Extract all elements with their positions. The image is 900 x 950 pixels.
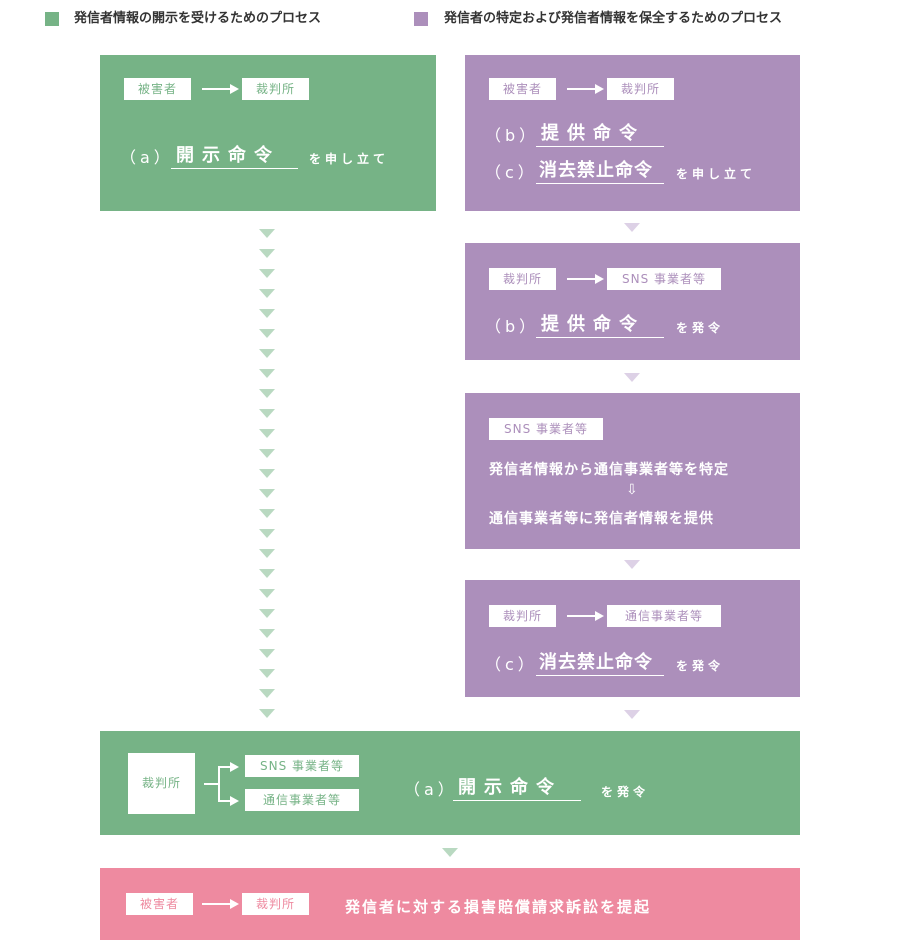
arrow-head	[595, 274, 604, 284]
bottom-pink-box: 被害者 裁判所 発信者に対する損害賠償請求訴訟を提起	[100, 868, 800, 940]
flow-arrow-left	[259, 609, 275, 618]
right-box-4: 裁判所 通信事業者等 （c） 消去禁止命令 を発令	[465, 580, 800, 697]
order-underline	[171, 168, 298, 169]
carrier-tag: 通信事業者等	[245, 789, 359, 811]
from-tag: 裁判所	[489, 268, 556, 290]
right-box-2: 裁判所 SNS 事業者等 （b） 提供命令 を発令	[465, 243, 800, 360]
from-tag: 被害者	[124, 78, 191, 100]
flow-arrow-left	[259, 289, 275, 298]
legend-swatch-green	[45, 12, 59, 26]
order-b-text: 提供命令	[541, 123, 645, 144]
arrow-line	[202, 903, 230, 905]
bottom-green-box: 裁判所 SNS 事業者等 通信事業者等 （a） 開示命令 を発令	[100, 731, 800, 835]
order-text: 開示命令	[176, 145, 280, 166]
flow-arrow-left	[259, 689, 275, 698]
order-underline	[536, 337, 664, 338]
flow-arrow-right-2	[624, 373, 640, 382]
lawsuit-text: 発信者に対する損害賠償請求訴訟を提起	[345, 898, 652, 916]
to-tag: 裁判所	[607, 78, 674, 100]
order-c-underline	[536, 183, 664, 184]
branch-bottom	[218, 800, 230, 802]
flow-arrow-left	[259, 369, 275, 378]
arrow-head	[230, 899, 239, 909]
flow-arrow-left	[259, 349, 275, 358]
identify-text: 発信者情報から通信事業者等を特定	[489, 462, 729, 478]
court-tag: 裁判所	[128, 753, 195, 814]
order-underline	[453, 800, 581, 801]
sns-tag: SNS 事業者等	[245, 755, 359, 777]
arrow-line	[202, 88, 230, 90]
flow-arrow-left	[259, 589, 275, 598]
from-tag: 裁判所	[489, 605, 556, 627]
flow-arrow-right-4	[624, 710, 640, 719]
provide-text: 通信事業者等に発信者情報を提供	[489, 511, 714, 527]
arrow-head	[230, 84, 239, 94]
branch-top	[218, 766, 230, 768]
branch-vertical	[218, 766, 220, 802]
arrow-head	[595, 611, 604, 621]
flow-arrow-left	[259, 409, 275, 418]
flow-arrow-left	[259, 389, 275, 398]
left-top-box: 被害者 裁判所 （a） 開示命令 を申し立て	[100, 55, 436, 211]
flow-arrow-left	[259, 489, 275, 498]
from-tag: 被害者	[489, 78, 556, 100]
branch-stem	[204, 783, 220, 785]
order-text: 開示命令	[458, 777, 562, 798]
legend-label-preservation: 発信者の特定および発信者情報を保全するためのプロセス	[444, 11, 783, 26]
flow-arrow-left	[259, 569, 275, 578]
right-box-3: SNS 事業者等 発信者情報から通信事業者等を特定 ⇩ 通信事業者等に発信者情報…	[465, 393, 800, 549]
suffix-text: を発令	[601, 785, 650, 799]
branch-top-head	[230, 762, 239, 772]
flow-arrow-left	[259, 669, 275, 678]
flow-arrow-left	[259, 229, 275, 238]
flow-arrow-left	[259, 709, 275, 718]
flow-arrow-left	[259, 429, 275, 438]
to-tag: 裁判所	[242, 893, 309, 915]
arrow-line	[567, 615, 595, 617]
suffix-text: を発令	[676, 659, 725, 673]
suffix-text: を申し立て	[309, 152, 390, 166]
flow-arrow-left	[259, 549, 275, 558]
legend-label-disclosure: 発信者情報の開示を受けるためのプロセス	[74, 11, 322, 26]
legend-swatch-purple	[414, 12, 428, 26]
to-tag: 裁判所	[242, 78, 309, 100]
right-box-1: 被害者 裁判所 （b） 提供命令 （c） 消去禁止命令 を申し立て	[465, 55, 800, 211]
paren-label: （a）	[404, 780, 458, 799]
order-underline	[536, 675, 664, 676]
order-c-text: 消去禁止命令	[539, 160, 653, 181]
order-text: 消去禁止命令	[539, 652, 653, 673]
suffix-text: を申し立て	[676, 167, 757, 181]
flow-arrow-right-3	[624, 560, 640, 569]
arrow-line	[567, 278, 595, 280]
down-arrow-icon: ⇩	[626, 482, 638, 498]
flow-arrow-left	[259, 329, 275, 338]
sns-tag: SNS 事業者等	[489, 418, 603, 440]
flow-arrow-left	[259, 509, 275, 518]
flow-arrow-bottom	[442, 848, 458, 857]
to-tag: 通信事業者等	[607, 605, 721, 627]
flow-arrow-left	[259, 449, 275, 458]
paren-label: （c）	[485, 655, 538, 674]
paren-label: （a）	[120, 148, 174, 167]
flow-arrow-left	[259, 309, 275, 318]
to-tag: SNS 事業者等	[607, 268, 721, 290]
arrow-head	[595, 84, 604, 94]
paren-c: （c）	[485, 163, 538, 182]
flow-arrow-right-1	[624, 223, 640, 232]
flow-arrow-left	[259, 249, 275, 258]
flow-arrow-left	[259, 629, 275, 638]
order-text: 提供命令	[541, 314, 645, 335]
flow-arrow-left	[259, 649, 275, 658]
suffix-text: を発令	[676, 321, 725, 335]
flow-arrow-left	[259, 469, 275, 478]
flow-arrow-left	[259, 269, 275, 278]
from-tag: 被害者	[126, 893, 193, 915]
flow-arrow-left	[259, 529, 275, 538]
order-b-underline	[536, 146, 664, 147]
arrow-line	[567, 88, 595, 90]
paren-label: （b）	[485, 317, 540, 336]
paren-b: （b）	[485, 126, 540, 145]
branch-bottom-head	[230, 796, 239, 806]
